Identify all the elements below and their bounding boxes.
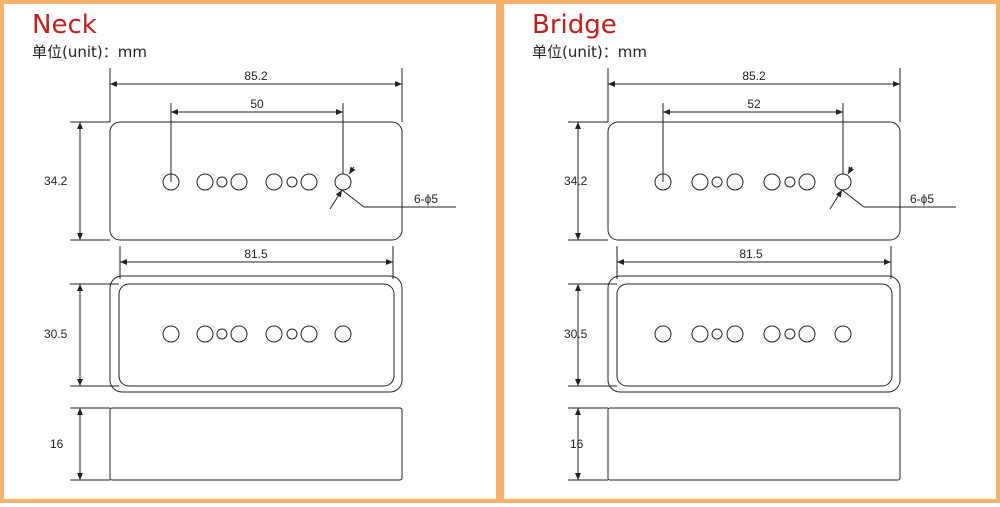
pole-piece — [334, 173, 352, 191]
side-view — [109, 407, 403, 481]
screw-hole — [711, 328, 723, 340]
pole-piece — [763, 325, 781, 343]
panel-title: Neck — [32, 10, 97, 40]
callout-arrow — [348, 166, 356, 175]
dim-label-cover-width: 34.2 — [44, 174, 68, 188]
pole-piece — [691, 173, 709, 191]
pole-piece — [230, 173, 248, 191]
dim-label-inner-length: 81.5 — [244, 247, 268, 261]
pole-piece — [654, 325, 672, 343]
bridge-drawing: 85.2 52 34.2 6-ϕ5 81.5 30.5 16 — [564, 68, 956, 481]
dim-label-height: 16 — [50, 437, 64, 451]
unit-label: 单位(unit)：mm — [32, 43, 147, 61]
pole-piece — [196, 173, 214, 191]
pole-piece — [162, 173, 180, 191]
dim-label-pole-span: 52 — [747, 97, 761, 111]
callout-leader — [329, 189, 343, 210]
pole-piece — [763, 173, 781, 191]
pole-piece — [726, 173, 744, 191]
dim-label-inner-width: 30.5 — [564, 327, 588, 341]
pole-piece — [691, 325, 709, 343]
top-view-cover — [109, 121, 403, 241]
screw-hole — [216, 176, 228, 188]
pole-piece — [265, 173, 283, 191]
pole-piece — [300, 325, 318, 343]
neck-panel: Neck 单位(unit)：mm — [0, 0, 500, 503]
dim-label-pole-callout: 6-ϕ5 — [910, 192, 934, 206]
bottom-view-inner — [118, 283, 395, 387]
dim-label-overall-length: 85.2 — [244, 69, 268, 83]
pole-piece — [196, 325, 214, 343]
callout-leader — [341, 189, 365, 208]
pole-piece — [726, 325, 744, 343]
pole-piece — [834, 173, 852, 191]
bottom-view-outer — [109, 275, 403, 393]
screw-hole — [286, 328, 298, 340]
dim-label-pole-span: 50 — [250, 97, 264, 111]
screw-hole — [784, 328, 796, 340]
panel-title: Bridge — [532, 10, 617, 40]
screw-hole — [784, 176, 796, 188]
neck-drawing: 85.2 50 34.2 6-ϕ5 81.5 30.5 16 — [44, 68, 456, 481]
pole-piece — [798, 173, 816, 191]
bottom-view-outer — [607, 275, 901, 393]
bridge-panel: Bridge 单位(unit)：mm — [500, 0, 1000, 503]
side-view — [607, 407, 901, 481]
screw-hole — [711, 176, 723, 188]
bottom-view-inner — [616, 283, 893, 387]
dim-label-inner-width: 30.5 — [44, 327, 68, 341]
callout-leader — [829, 189, 843, 210]
pole-piece — [300, 173, 318, 191]
unit-label: 单位(unit)：mm — [532, 43, 647, 61]
dim-label-height: 16 — [570, 437, 584, 451]
dim-label-inner-length: 81.5 — [739, 247, 763, 261]
pole-piece — [834, 325, 852, 343]
pole-piece — [265, 325, 283, 343]
screw-hole — [286, 176, 298, 188]
screw-hole — [216, 328, 228, 340]
pole-piece — [798, 325, 816, 343]
pole-piece — [230, 325, 248, 343]
dim-label-overall-length: 85.2 — [742, 69, 766, 83]
callout-leader — [841, 189, 865, 208]
dim-label-cover-width: 34.2 — [564, 174, 588, 188]
pole-piece — [334, 325, 352, 343]
pole-piece — [654, 173, 672, 191]
callout-arrow — [847, 166, 855, 175]
top-view-cover — [607, 121, 901, 241]
pole-piece — [162, 325, 180, 343]
dim-label-pole-callout: 6-ϕ5 — [414, 192, 438, 206]
